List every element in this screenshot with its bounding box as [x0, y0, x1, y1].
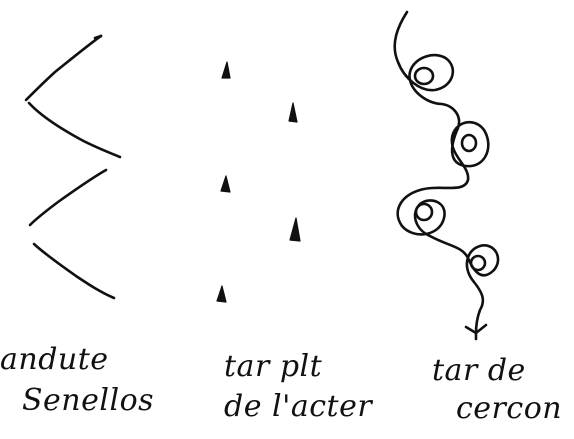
zigzag-stroke — [34, 244, 114, 298]
caption-zigzag-line2: Senellos — [22, 386, 154, 416]
caption-spirals-line1: tar de — [432, 356, 526, 386]
zigzag-stroke — [30, 170, 106, 225]
zigzag-stroke — [26, 36, 101, 100]
spiral-coil — [471, 256, 485, 270]
caption-triangles-line1: tar plt — [224, 352, 322, 382]
triangle-mark — [222, 62, 230, 78]
triangles-figure — [217, 62, 300, 302]
spiral-coil — [415, 68, 433, 84]
triangle-mark — [289, 103, 297, 122]
caption-zigzag-line1: andute — [0, 345, 109, 375]
zigzag-figure — [26, 36, 120, 298]
spiral-chain-figure — [395, 12, 498, 339]
triangle-mark — [217, 286, 226, 302]
spiral-path — [395, 12, 498, 333]
triangle-mark — [221, 176, 230, 192]
zigzag-stroke — [29, 103, 120, 157]
caption-triangles-line2: de l'acter — [224, 392, 372, 422]
spiral-coil — [462, 135, 476, 151]
triangle-mark — [290, 218, 300, 241]
caption-spirals-line2: cercon — [456, 394, 562, 424]
spiral-coil — [416, 204, 432, 220]
